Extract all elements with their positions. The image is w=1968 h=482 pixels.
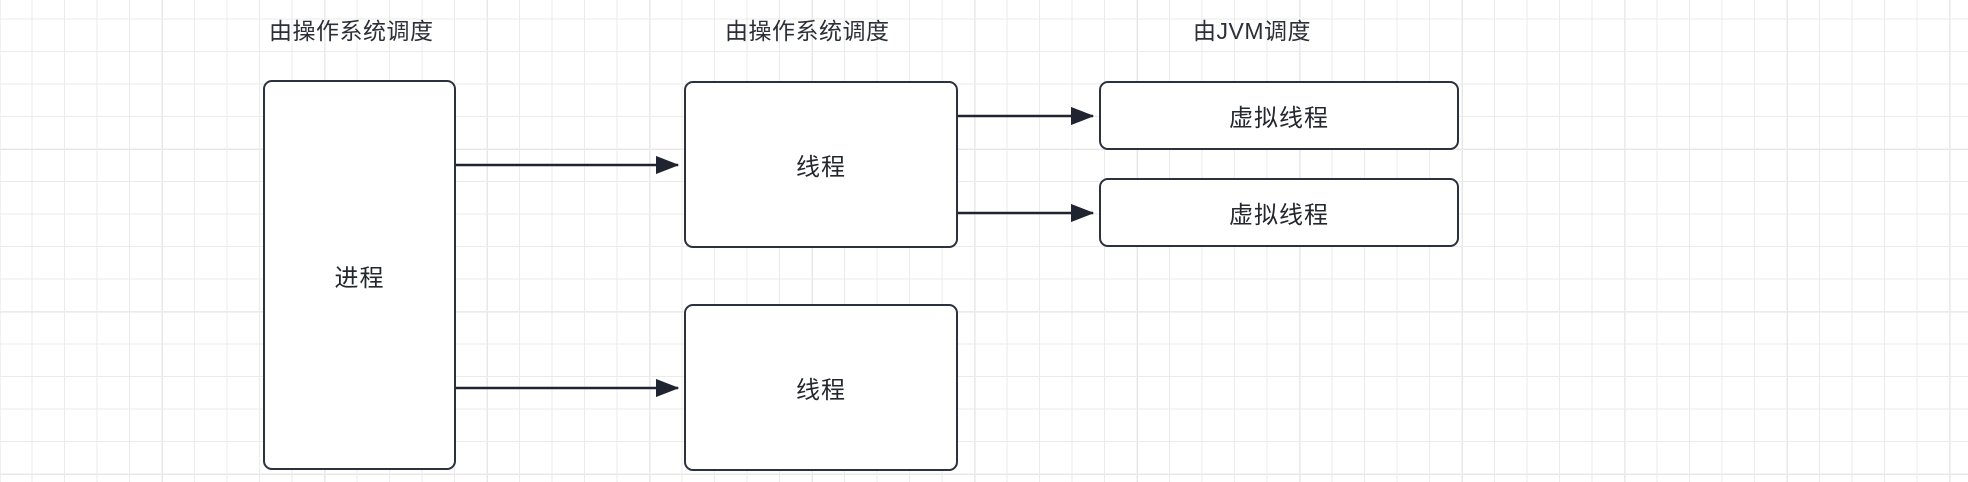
node-virtual-thread-2[interactable]: 虚拟线程 xyxy=(1099,178,1459,247)
caption-jvm-scheduled: 由JVM调度 xyxy=(1193,18,1311,44)
node-virtual-thread-2-label: 虚拟线程 xyxy=(1229,202,1329,229)
node-thread-1[interactable]: 线程 xyxy=(684,81,958,248)
caption-os-scheduled-thread: 由操作系统调度 xyxy=(725,18,890,44)
node-thread-2-label: 线程 xyxy=(796,377,846,404)
node-virtual-thread-1[interactable]: 虚拟线程 xyxy=(1099,81,1459,150)
caption-os-scheduled-process: 由操作系统调度 xyxy=(269,18,434,44)
node-thread-1-label: 线程 xyxy=(796,154,846,181)
node-process[interactable]: 进程 xyxy=(263,80,456,470)
node-process-label: 进程 xyxy=(334,264,385,292)
node-thread-2[interactable]: 线程 xyxy=(684,304,958,471)
node-virtual-thread-1-label: 虚拟线程 xyxy=(1229,105,1329,132)
